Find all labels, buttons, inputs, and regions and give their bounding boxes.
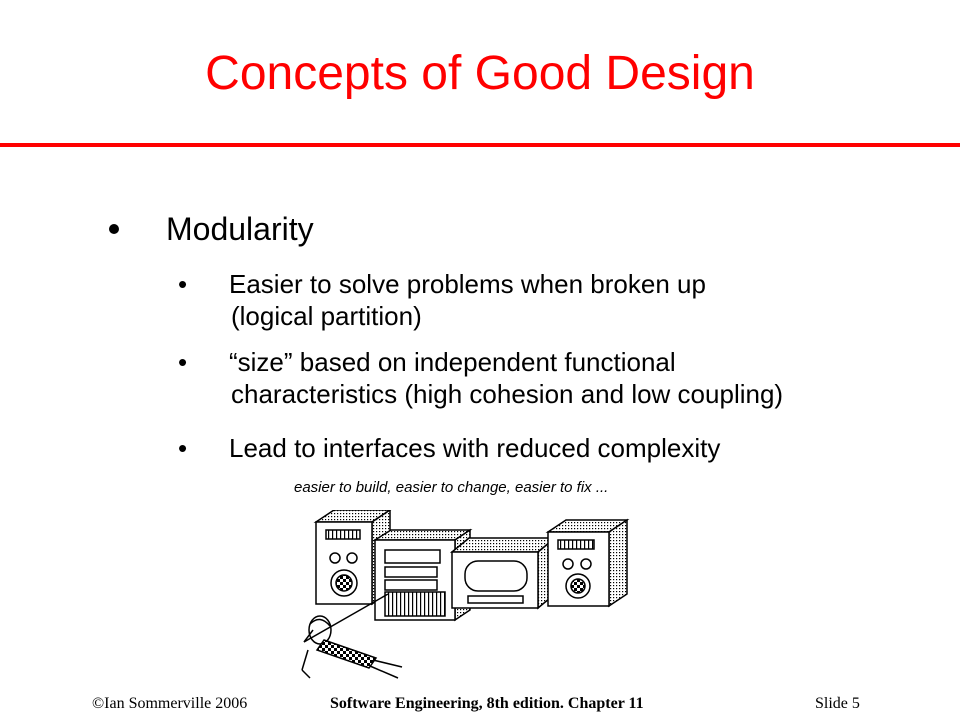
sub-bullet-2-line1: “size” based on independent functional — [229, 347, 676, 377]
sub-bullet-marker: • — [178, 269, 188, 299]
illustration-caption: easier to build, easier to change, easie… — [294, 479, 609, 496]
center-deck — [449, 536, 558, 610]
sub-bullet-2: “size” based on independent functional c… — [229, 346, 929, 410]
sub-bullet-marker: • — [178, 347, 188, 377]
footer-book-title: Software Engineering, 8th edition. Chapt… — [330, 695, 644, 712]
sub-bullet-2-line2: characteristics (high cohesion and low c… — [231, 379, 784, 409]
sub-bullet-1-line2: (logical partition) — [231, 301, 422, 331]
slide-title: Concepts of Good Design — [205, 47, 755, 100]
sub-bullet-3: Lead to interfaces with reduced complexi… — [229, 432, 929, 464]
title-divider — [0, 143, 960, 147]
sub-bullet-marker: • — [178, 433, 188, 463]
sub-bullet-1: Easier to solve problems when broken up … — [229, 268, 929, 332]
footer-slide-number: Slide 5 — [815, 695, 860, 712]
footer-copyright: ©Ian Sommerville 2006 — [92, 695, 248, 712]
bullet-modularity: Modularity — [166, 211, 314, 247]
bullet-marker — [109, 224, 119, 234]
stereo-illustration — [301, 510, 630, 679]
sub-bullet-3-line1: Lead to interfaces with reduced complexi… — [229, 433, 721, 463]
sub-bullet-1-line1: Easier to solve problems when broken up — [229, 269, 706, 299]
right-speaker — [545, 518, 630, 608]
reclining-person — [301, 593, 403, 679]
